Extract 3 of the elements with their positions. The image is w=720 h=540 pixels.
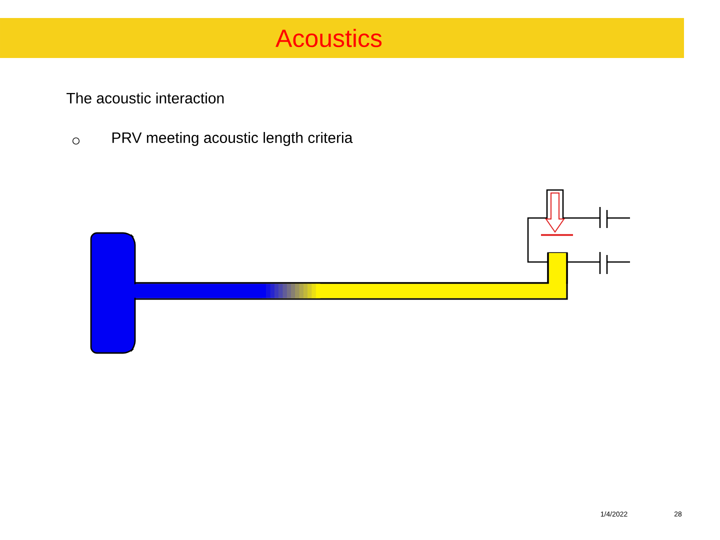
- heading-text: The acoustic interaction: [66, 92, 224, 104]
- title-bar: Acoustics: [0, 18, 684, 58]
- bullet-text: PRV meeting acoustic length criteria: [112, 132, 353, 146]
